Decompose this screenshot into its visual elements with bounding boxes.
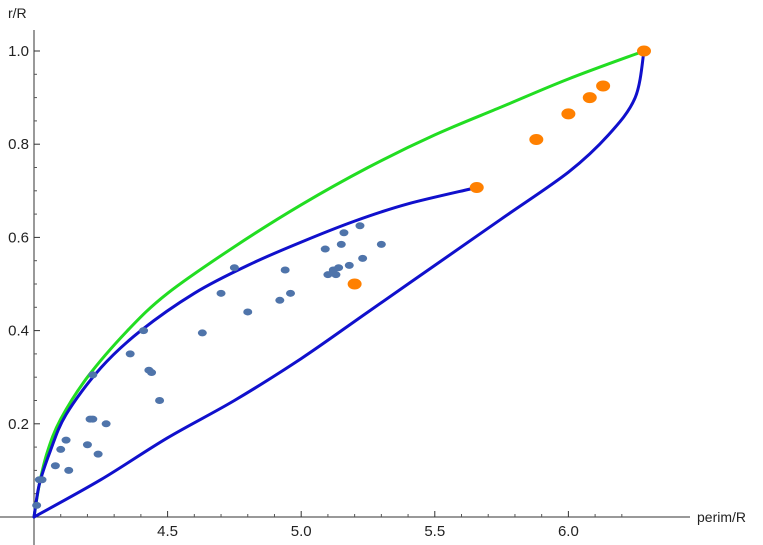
orange-point (529, 134, 544, 146)
blue-point (37, 476, 47, 484)
blue-point (61, 436, 71, 444)
x-tick-label: 4.5 (157, 523, 178, 540)
blue-point (336, 240, 346, 248)
y-tick-label: 1.0 (8, 43, 29, 60)
x-tick-label: 6.0 (558, 523, 579, 540)
blue-point (355, 222, 365, 230)
x-tick-label: 5.0 (291, 523, 312, 540)
blue-point (229, 264, 239, 272)
blue-point (155, 397, 165, 404)
y-tick-label: 0.2 (8, 416, 29, 433)
blue-point (56, 445, 66, 453)
blue-point (275, 296, 285, 304)
x-axis-title: perim/R (697, 509, 746, 525)
curve-1 (32, 49, 646, 519)
y-tick-label: 0.8 (8, 136, 29, 153)
blue-point (139, 327, 149, 335)
blue-point (339, 229, 349, 237)
orange-point (637, 45, 651, 57)
blue-point (32, 501, 42, 509)
blue-point (243, 308, 253, 316)
blue-point (147, 369, 157, 377)
blue-point (88, 371, 98, 379)
ticks: 4.5 5.0 5.5 6.0 0.2 0.4 0.6 0.8 1.0 (8, 43, 623, 540)
blue-point (280, 266, 290, 274)
blue-point (331, 271, 341, 279)
blue-point (64, 466, 74, 474)
curve-3 (32, 49, 646, 519)
y-axis-title: r/R (8, 5, 27, 21)
blue-point (50, 462, 60, 470)
blue-point (82, 441, 92, 449)
y-tick-label: 0.6 (8, 229, 29, 246)
blue-point (216, 289, 226, 297)
points (32, 45, 651, 509)
blue-point (88, 415, 98, 423)
blue-point (358, 254, 368, 262)
blue-point (125, 350, 135, 358)
curves (32, 49, 646, 519)
orange-point (469, 182, 484, 194)
blue-point (101, 420, 111, 428)
curve-2 (32, 186, 479, 519)
orange-point (561, 108, 576, 120)
orange-point (347, 278, 362, 290)
blue-point (334, 264, 344, 272)
y-tick-label: 0.4 (8, 323, 29, 340)
blue-point (376, 240, 386, 248)
blue-point (323, 271, 333, 279)
orange-point (582, 92, 597, 104)
x-tick-label: 5.5 (424, 523, 445, 540)
axes (0, 30, 690, 545)
orange-point (596, 80, 611, 92)
blue-point (197, 329, 207, 337)
blue-point (286, 289, 296, 297)
blue-point (320, 245, 330, 253)
blue-point (93, 450, 103, 458)
blue-point (344, 261, 354, 269)
